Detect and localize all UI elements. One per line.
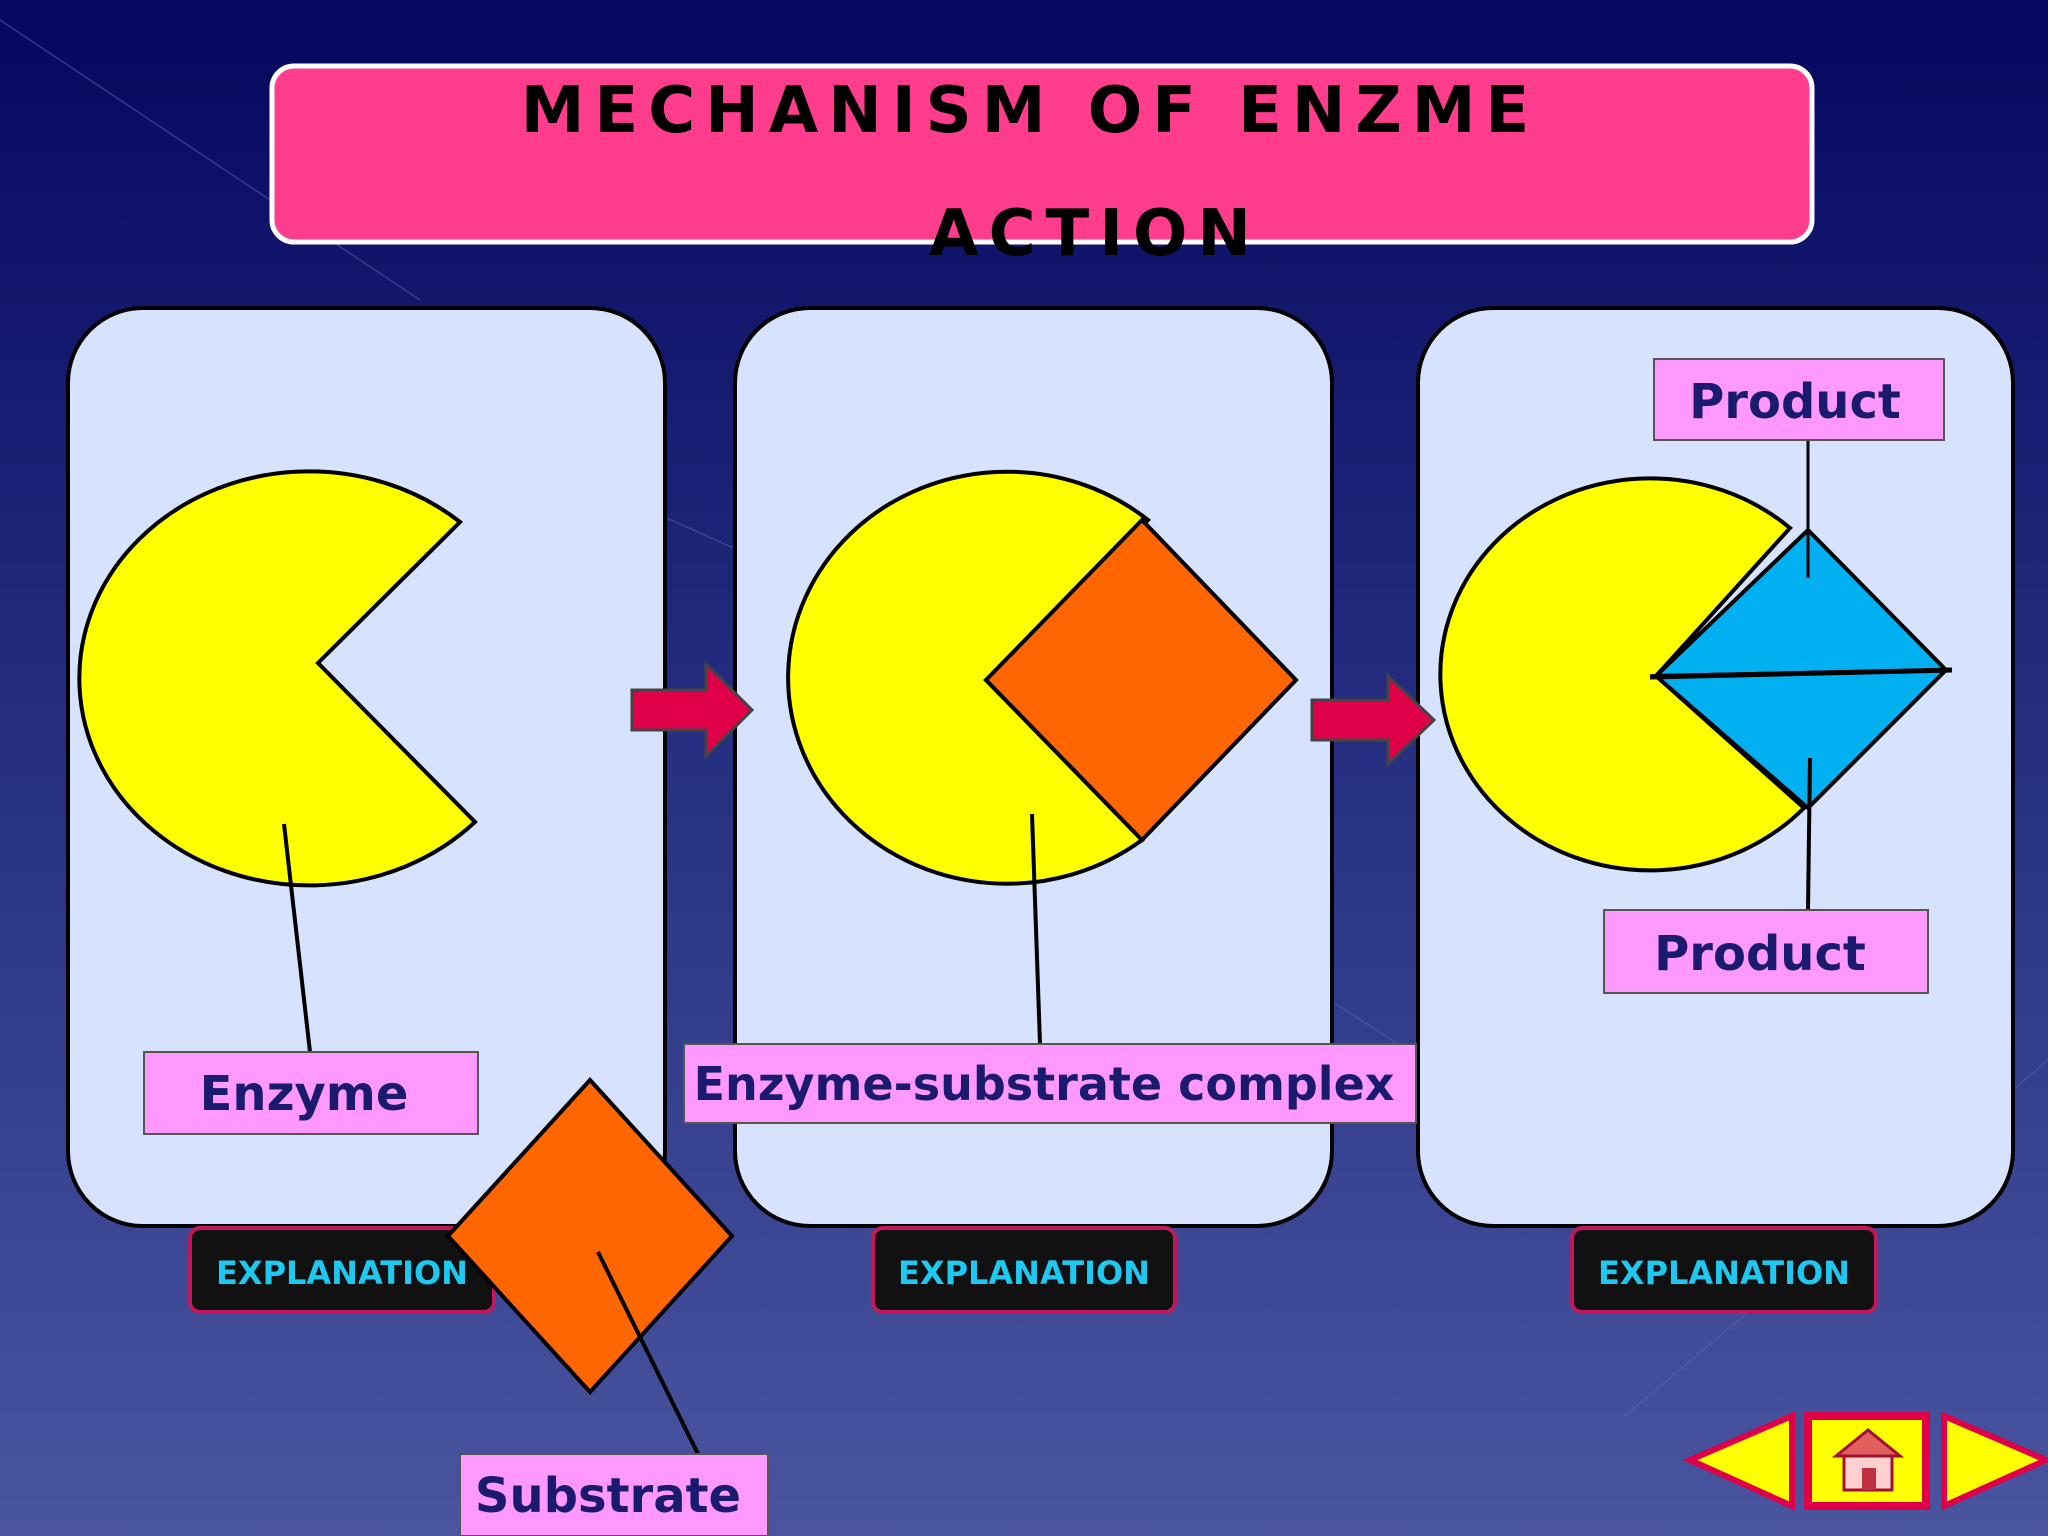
title-line-2: ACTION: [929, 197, 1261, 271]
title-banner: MECHANISM OF ENZME ACTION: [269, 63, 1815, 271]
product-bottom-leader-line: [1806, 757, 1812, 911]
explanation-button-3[interactable]: EXPLANATION: [1570, 1226, 1878, 1314]
svg-text:Product: Product: [1654, 926, 1866, 982]
product-top-label: Product: [1653, 358, 1945, 441]
enzyme-shape: [77, 469, 478, 888]
svg-text:Enzyme: Enzyme: [200, 1066, 409, 1122]
svg-text:Product: Product: [1689, 374, 1901, 430]
explanation-button-2[interactable]: EXPLANATION: [871, 1226, 1177, 1314]
enzyme-label: Enzyme: [143, 1051, 479, 1135]
product-bottom-label: Product: [1603, 909, 1929, 994]
product-enzyme-shape: [1438, 476, 1807, 873]
svg-text:Substrate: Substrate: [475, 1468, 741, 1524]
complex-enzyme-shape: [786, 469, 1152, 886]
svg-text:EXPLANATION: EXPLANATION: [216, 1254, 468, 1292]
step-arrow-1: [630, 660, 755, 760]
product-divider-line: [1649, 667, 1953, 680]
explanation-button-1[interactable]: EXPLANATION: [188, 1226, 496, 1314]
substrate-shape: [445, 1077, 735, 1395]
svg-text:EXPLANATION: EXPLANATION: [898, 1254, 1150, 1292]
complex-label: Enzyme-substrate complex: [683, 1043, 1417, 1124]
triangle-right-icon: [1941, 1411, 2048, 1511]
substrate-label: Substrate: [459, 1453, 769, 1536]
enzyme-leader-line: [282, 823, 312, 1053]
svg-text:EXPLANATION: EXPLANATION: [1598, 1254, 1850, 1292]
complex-substrate-shape: [983, 517, 1299, 843]
complex-leader-line: [1030, 813, 1042, 1045]
prev-slide-button[interactable]: [1682, 1411, 1795, 1511]
substrate-leader-line: [596, 1251, 700, 1455]
svg-text:Enzyme-substrate complex: Enzyme-substrate complex: [694, 1057, 1395, 1111]
next-slide-button[interactable]: [1941, 1411, 2048, 1511]
house-icon: [1831, 1428, 1905, 1492]
step-arrow-2: [1310, 672, 1437, 768]
title-line-1: MECHANISM OF ENZME: [521, 74, 1539, 148]
home-button[interactable]: [1804, 1412, 1930, 1510]
